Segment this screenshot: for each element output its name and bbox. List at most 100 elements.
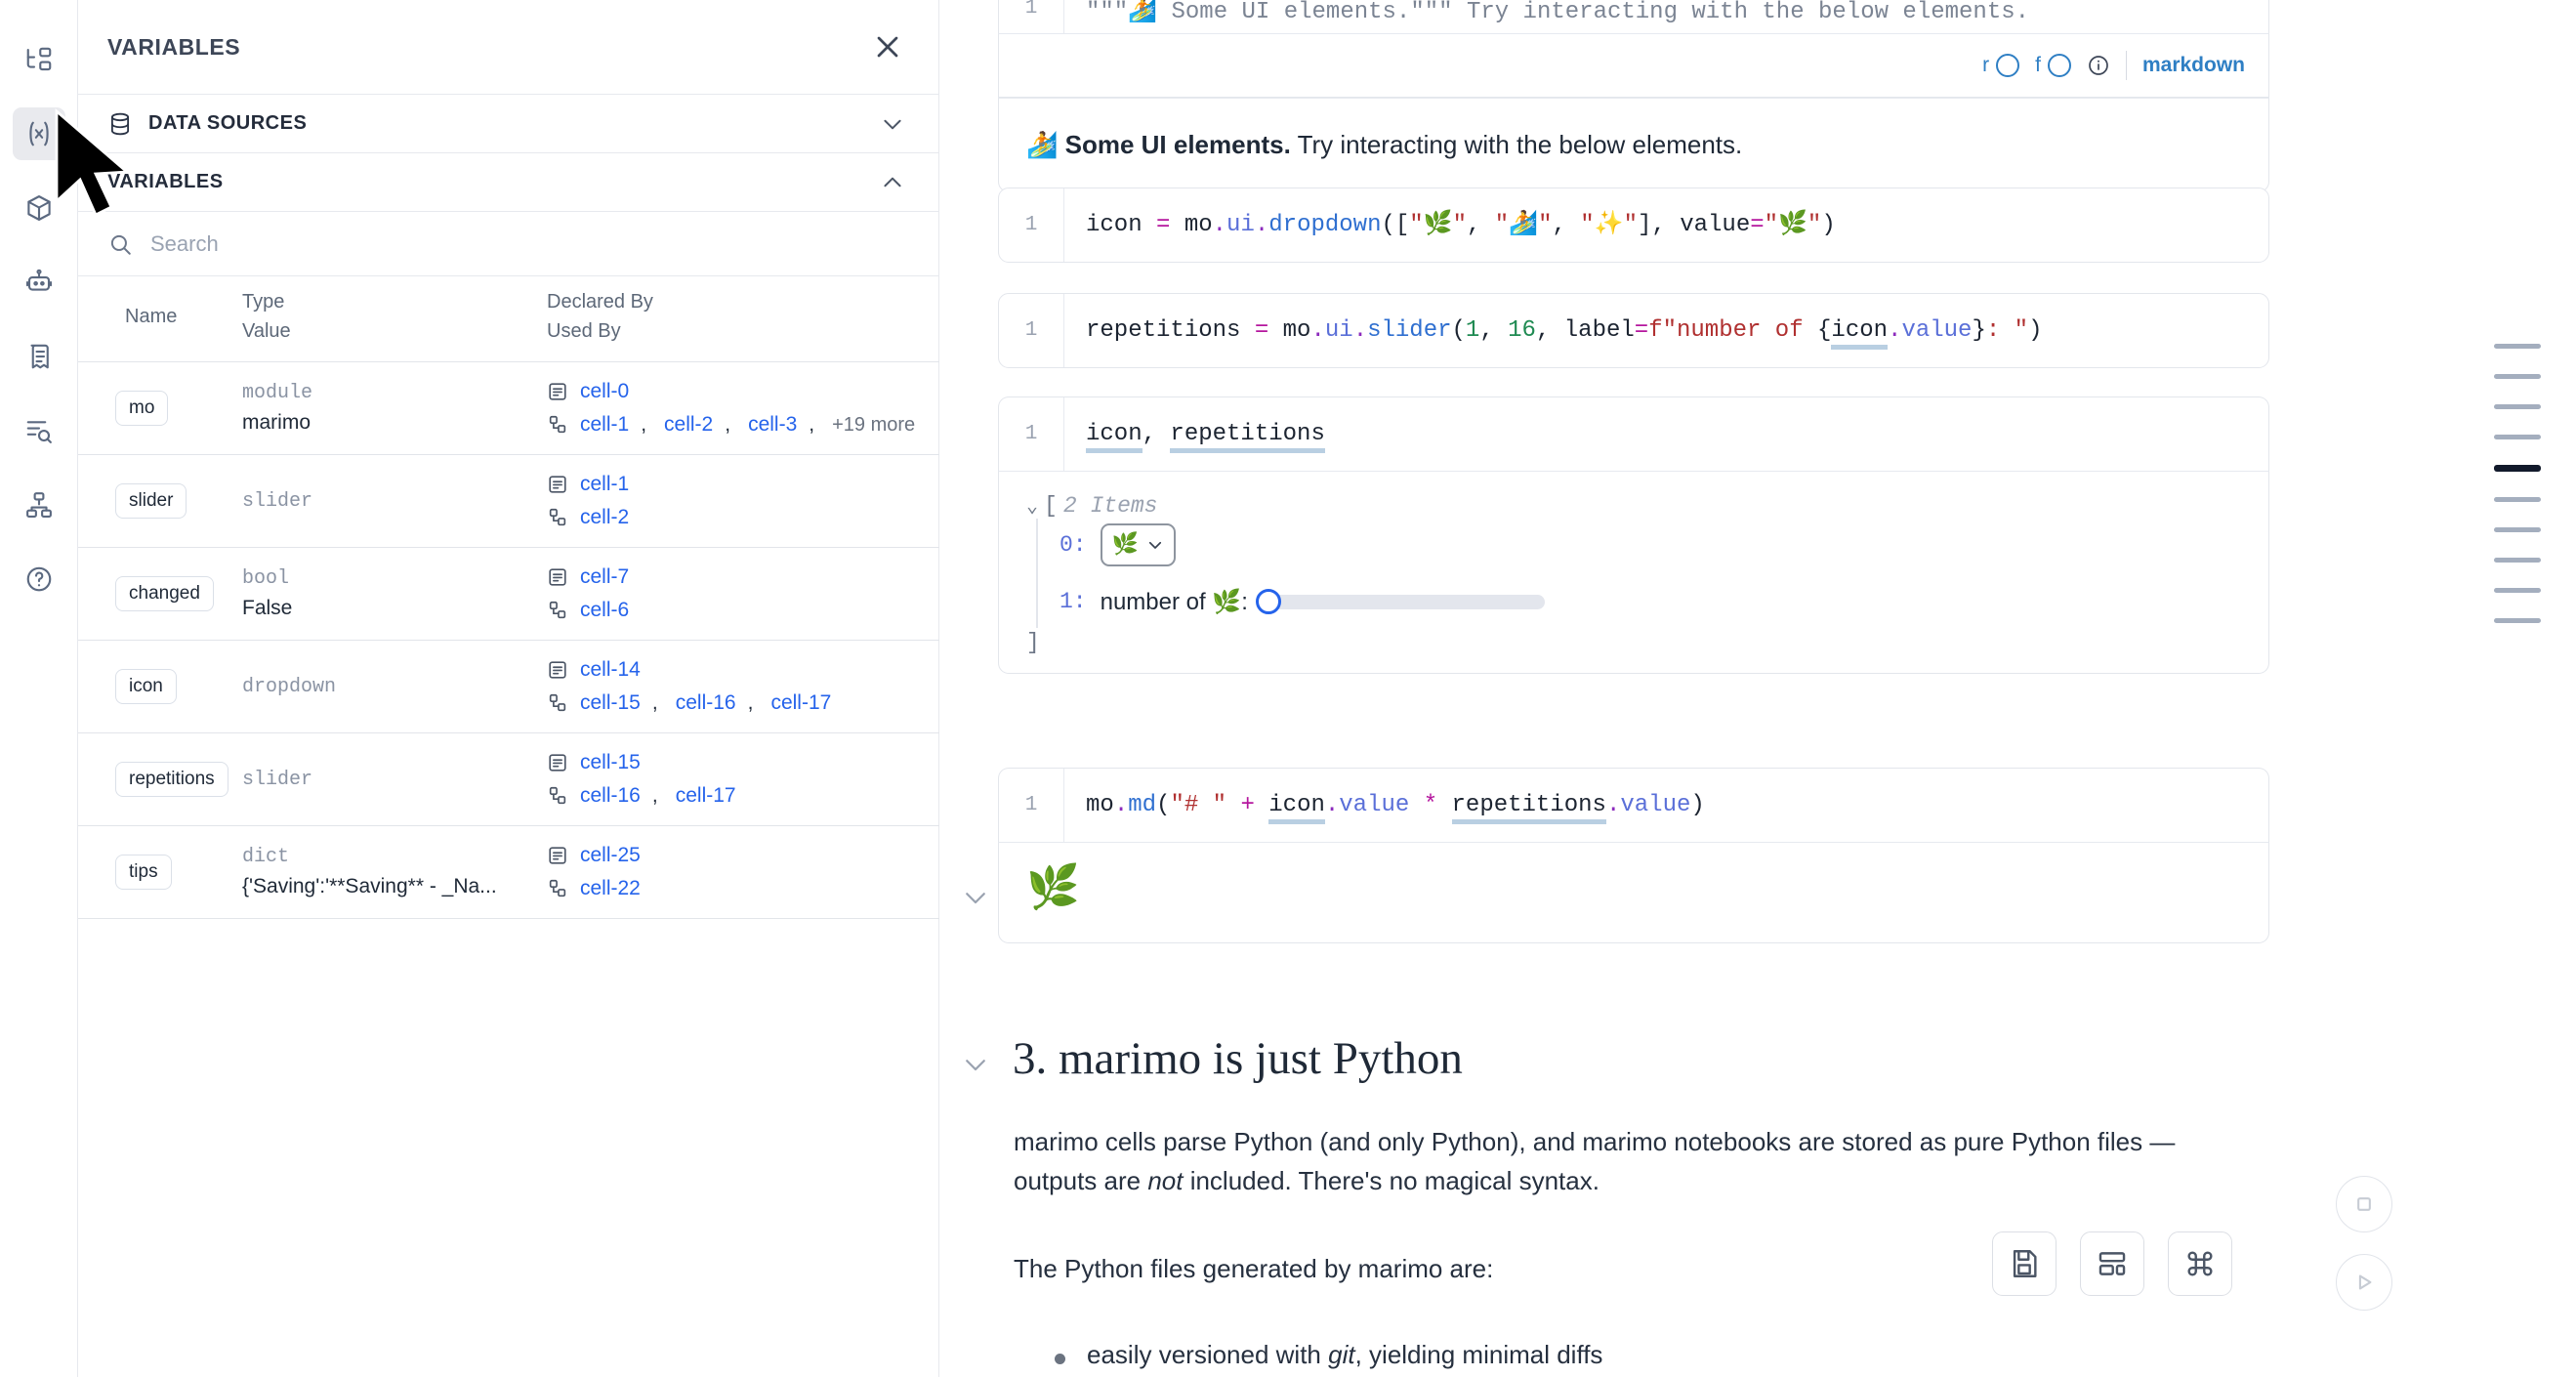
- paragraph-1-post: included. There's no magical syntax.: [1183, 1165, 1600, 1195]
- cell-variable-name: repetitions: [78, 733, 242, 826]
- code-text[interactable]: mo.md("# " + icon.value * repetitions.va…: [1063, 769, 2268, 843]
- slider-knob[interactable]: [1255, 589, 1281, 615]
- variable-name-chip[interactable]: slider: [115, 483, 187, 519]
- save-button[interactable]: [1992, 1231, 2057, 1296]
- help-icon[interactable]: [13, 553, 65, 605]
- code-card[interactable]: 1 icon = mo.ui.dropdown(["🌿", "🏄", "✨"],…: [998, 188, 2269, 264]
- cell-link[interactable]: cell-3: [748, 413, 798, 436]
- search-input[interactable]: [150, 230, 909, 257]
- line-number: 1: [1024, 423, 1038, 446]
- floating-actions: [1992, 1231, 2232, 1296]
- cell-link[interactable]: cell-7: [580, 565, 630, 588]
- variables-icon[interactable]: [12, 107, 65, 160]
- minimap-line[interactable]: [2494, 527, 2541, 532]
- panel-header: VARIABLES: [78, 0, 938, 95]
- scratchpad-icon[interactable]: [13, 330, 65, 383]
- info-icon[interactable]: [2087, 54, 2110, 77]
- code-card[interactable]: 1 repetitions = mo.ui.slider(1, 16, labe…: [998, 293, 2269, 369]
- line-number: 1: [1024, 0, 1038, 21]
- minimap-line[interactable]: [2494, 465, 2541, 472]
- variable-name-chip[interactable]: changed: [115, 576, 214, 611]
- badge-reactive[interactable]: r: [1982, 54, 2020, 78]
- minimap-line[interactable]: [2494, 435, 2541, 439]
- collapse-output-caret[interactable]: [961, 883, 990, 912]
- cell-link[interactable]: cell-14: [580, 658, 641, 681]
- variable-value: marimo: [242, 411, 312, 434]
- code-card-top[interactable]: 1 """🏄 Some UI elements.""" Try interact…: [998, 0, 2269, 34]
- repr-header[interactable]: ⌄ [ 2 Items: [1026, 493, 2243, 519]
- more-count[interactable]: +19 more: [832, 413, 916, 436]
- variable-name-chip[interactable]: mo: [115, 391, 169, 426]
- cell-block-icon: [547, 752, 568, 773]
- code-text-top[interactable]: """🏄 Some UI elements.""" Try interactin…: [1063, 0, 2268, 34]
- search-panel-icon[interactable]: [13, 404, 65, 457]
- minimap[interactable]: [2494, 344, 2541, 623]
- variable-type: dropdown: [242, 675, 337, 698]
- code-text[interactable]: icon = mo.ui.dropdown(["🌿", "🏄", "✨"], v…: [1063, 188, 2268, 263]
- layout-button[interactable]: [2080, 1231, 2144, 1296]
- minimap-line[interactable]: [2494, 588, 2541, 593]
- cell-link[interactable]: cell-2: [580, 506, 630, 528]
- minimap-line[interactable]: [2494, 558, 2541, 563]
- minimap-line[interactable]: [2494, 497, 2541, 502]
- robot-icon[interactable]: [13, 256, 65, 309]
- section-data-sources[interactable]: DATA SOURCES: [78, 95, 938, 153]
- file-tree-icon[interactable]: [13, 33, 65, 86]
- minimap-line[interactable]: [2494, 374, 2541, 379]
- variable-name-chip[interactable]: repetitions: [115, 762, 229, 797]
- open-bracket: [: [1044, 493, 1058, 520]
- repr-index: 1:: [1059, 589, 1087, 615]
- close-icon[interactable]: [870, 29, 905, 64]
- command-palette-button[interactable]: [2168, 1231, 2232, 1296]
- cell-link[interactable]: cell-15: [580, 751, 641, 773]
- repr-index: 0:: [1059, 532, 1087, 559]
- dependency-icon[interactable]: [13, 479, 65, 531]
- code-text[interactable]: repetitions = mo.ui.slider(1, 16, label=…: [1063, 294, 2268, 368]
- collapse-section-caret[interactable]: [961, 1050, 990, 1079]
- run-all-button[interactable]: [2336, 1254, 2392, 1311]
- cell-link[interactable]: cell-17: [675, 784, 736, 807]
- cell-link[interactable]: cell-22: [580, 877, 641, 899]
- cell-link[interactable]: cell-17: [770, 691, 832, 714]
- minimap-line[interactable]: [2494, 618, 2541, 623]
- code-text[interactable]: icon, repetitions: [1063, 397, 2268, 472]
- cell-md: 1 mo.md("# " + icon.value * repetitions.…: [998, 768, 2269, 944]
- minimap-line[interactable]: [2494, 404, 2541, 409]
- cell-link[interactable]: cell-1: [580, 413, 630, 436]
- dropdown-value: 🌿: [1111, 533, 1140, 559]
- chevron-down-icon[interactable]: [880, 111, 905, 137]
- code-card[interactable]: 1 mo.md("# " + icon.value * repetitions.…: [998, 768, 2269, 843]
- cell-link[interactable]: cell-1: [580, 473, 630, 495]
- language-toggle[interactable]: markdown: [2141, 54, 2245, 77]
- chevron-down-icon[interactable]: ⌄: [1026, 496, 1039, 520]
- cell-link[interactable]: cell-16: [675, 691, 736, 714]
- slider-input[interactable]: [1255, 589, 1545, 615]
- chevron-down-icon: [1146, 536, 1164, 554]
- cell-link[interactable]: cell-25: [580, 844, 641, 866]
- separator: ,: [809, 413, 815, 436]
- minimap-line[interactable]: [2494, 344, 2541, 349]
- badge-function[interactable]: f: [2035, 54, 2071, 78]
- cell-link[interactable]: cell-6: [580, 599, 630, 621]
- cell-link[interactable]: cell-0: [580, 380, 630, 402]
- declared-by-line: cell-25: [547, 844, 939, 867]
- declared-by-line: cell-15: [547, 751, 939, 774]
- cell-declared-used: cell-1 cell-2: [547, 455, 939, 548]
- section-variables[interactable]: VARIABLES: [78, 153, 938, 212]
- cell-link[interactable]: cell-16: [580, 784, 641, 807]
- run-controls: [2336, 1176, 2392, 1311]
- used-by-line: cell-16,cell-17: [547, 784, 939, 808]
- declared-by-line: cell-0: [547, 380, 939, 403]
- cell-link[interactable]: cell-2: [664, 413, 714, 436]
- chevron-up-icon[interactable]: [880, 170, 905, 195]
- variable-name-chip[interactable]: icon: [115, 669, 177, 704]
- code-card[interactable]: 1 icon, repetitions: [998, 396, 2269, 472]
- interrupt-button[interactable]: [2336, 1176, 2392, 1232]
- cell-link[interactable]: cell-15: [580, 691, 641, 714]
- variable-name-chip[interactable]: tips: [115, 855, 172, 890]
- dropdown-input[interactable]: 🌿: [1100, 523, 1177, 567]
- usage-link-icon: [547, 600, 568, 621]
- package-icon[interactable]: [13, 182, 65, 234]
